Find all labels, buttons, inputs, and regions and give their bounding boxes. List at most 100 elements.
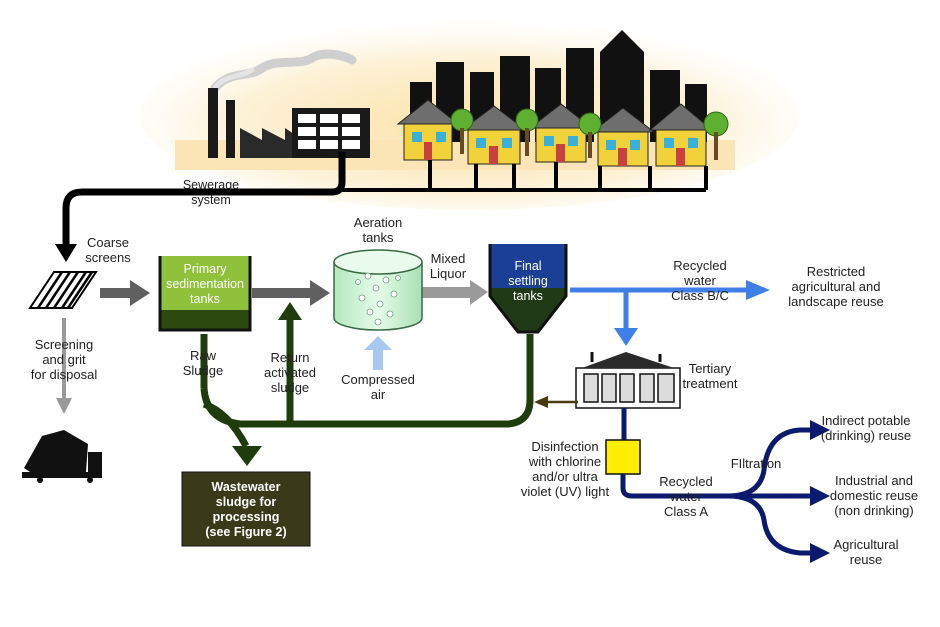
label-final-settling-line: settling (508, 274, 548, 288)
houses-icon (396, 99, 729, 167)
return-sludge-arrowhead (278, 302, 302, 320)
label-mixed-liquor-line: Mixed (431, 251, 466, 266)
aeration-tank (333, 249, 423, 331)
label-agricultural-line: Agricultural (833, 537, 898, 552)
label-return-sludge-line: Return (270, 350, 309, 365)
label-primary-tank-line: Primary (183, 262, 227, 276)
label-recycled-bc-line: Recycled (673, 258, 726, 273)
label-compressed-air-line: air (371, 387, 386, 402)
tertiary-return-arrow (534, 396, 578, 408)
label-industrial-line: (non drinking) (834, 503, 914, 518)
label-screening-line: and grit (42, 352, 86, 367)
label-filtration-line: FIltration (731, 456, 782, 471)
label-raw-sludge-line: Sludge (183, 363, 223, 378)
air-bubbles (355, 272, 401, 326)
recycled-bc-arrowhead (746, 280, 770, 300)
compressed-air-arrow (364, 336, 392, 370)
sludge-to-processing-arrowhead (232, 446, 262, 466)
label-aeration-line: tanks (362, 230, 394, 245)
label-coarse-screens-line: screens (85, 250, 131, 265)
screening-arrowhead (56, 398, 72, 414)
label-primary-tank-line: sedimentation (166, 277, 244, 291)
tertiary-feed-arrowhead (614, 328, 638, 346)
recycled-bc-flow (570, 287, 748, 330)
label-sewerage-line: Sewerage (183, 178, 239, 192)
label-wastewater-sludge-line: Wastewater (211, 480, 280, 494)
final-settling-tank (488, 244, 568, 334)
sewerage-arrowhead (55, 244, 77, 262)
label-compressed-air-line: Compressed (341, 372, 415, 387)
label-raw-sludge-line: Raw (190, 348, 217, 363)
label-wastewater-sludge-line: processing (213, 510, 280, 524)
arrowhead-industrial (810, 486, 830, 506)
label-tertiary-line: treatment (683, 376, 738, 391)
label-industrial-line: domestic reuse (830, 488, 918, 503)
label-recycled-a-line: Recycled (659, 474, 712, 489)
label-final-settling-line: tanks (513, 289, 543, 303)
label-wastewater-sludge-line: (see Figure 2) (205, 525, 286, 539)
factory-icon (208, 49, 370, 158)
label-recycled-bc-line: Class B/C (671, 288, 729, 303)
label-indirect-line: Indirect potable (822, 413, 911, 428)
effluent-arrows (100, 280, 330, 306)
sludge-lines (200, 318, 534, 448)
class-a-branches (620, 427, 812, 556)
label-industrial-line: Industrial and (835, 473, 913, 488)
arrowhead-agricultural (810, 543, 830, 563)
arrowhead-indirect (810, 420, 830, 440)
label-disinfection-line: and/or ultra (532, 469, 599, 484)
label-screening-line: for disposal (31, 367, 98, 382)
label-primary-tank-line: tanks (190, 292, 220, 306)
label-aeration-line: Aeration (354, 215, 402, 230)
sewer-collection-lines (342, 160, 708, 192)
label-recycled-a-line: water (669, 489, 702, 504)
disinfection-box (605, 439, 641, 475)
mixed-liquor-arrow (422, 280, 488, 305)
label-restricted-line: agricultural and (792, 279, 881, 294)
label-screening-line: Screening (35, 337, 94, 352)
label-wastewater-sludge-line: sludge for (216, 495, 277, 509)
label-restricted-line: landscape reuse (788, 294, 883, 309)
label-tertiary-line: Tertiary (689, 361, 732, 376)
label-indirect: Indirect potable(drinking) reuse (821, 413, 911, 443)
disposal-bin-icon (22, 430, 102, 483)
label-recycled-a-line: Class A (664, 504, 708, 519)
label-disinfection-line: Disinfection (531, 439, 598, 454)
label-return-sludge-line: sludge (271, 380, 309, 395)
label-filtration: FIltration (731, 456, 782, 471)
label-final-settling-line: Final (514, 259, 541, 273)
label-sewerage-line: system (191, 193, 231, 207)
primary-tank (158, 256, 252, 332)
coarse-screen-icon (28, 271, 98, 309)
label-recycled-bc-line: water (683, 273, 716, 288)
label-indirect-line: (drinking) reuse (821, 428, 911, 443)
sewerage-pipe (62, 152, 346, 244)
label-disinfection-line: violet (UV) light (521, 484, 610, 499)
label-coarse-screens-line: Coarse (87, 235, 129, 250)
label-agricultural-line: reuse (850, 552, 883, 567)
label-restricted-line: Restricted (807, 264, 866, 279)
label-disinfection-line: with chlorine (528, 454, 601, 469)
label-mixed-liquor-line: Liquor (430, 266, 467, 281)
wastewater-sludge-box (181, 471, 311, 547)
tertiary-plant-icon (575, 352, 681, 409)
